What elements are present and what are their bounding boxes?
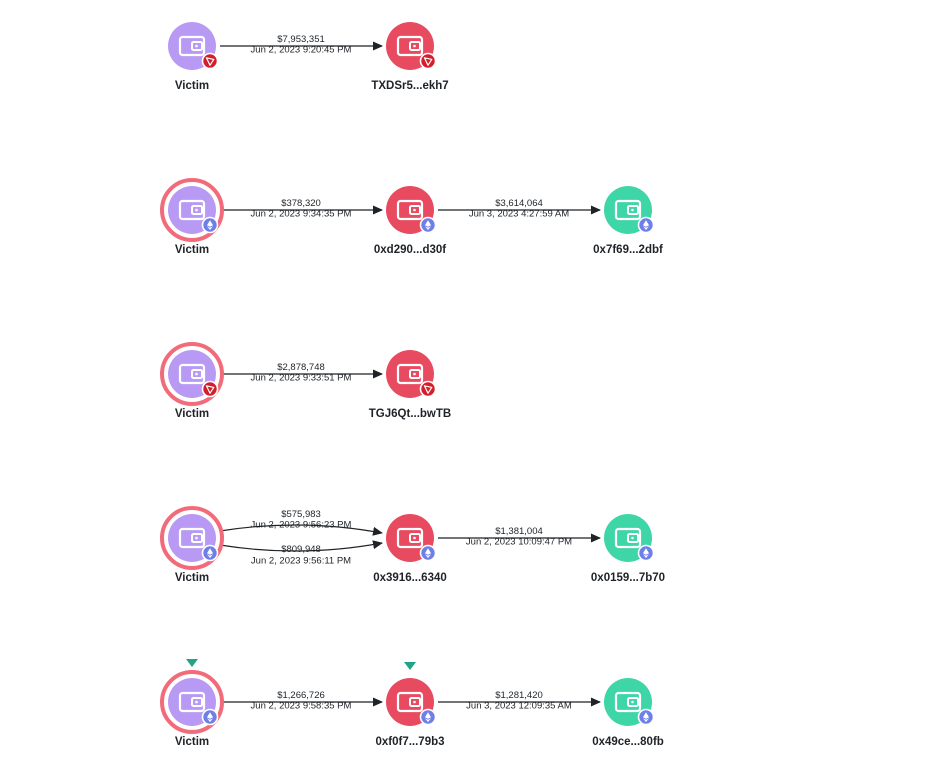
node-label: 0x3916...6340 <box>373 572 447 584</box>
node-exchange[interactable]: 0x49ce...80fb <box>592 678 664 748</box>
edge-timestamp: Jun 2, 2023 9:20:45 PM <box>251 45 352 56</box>
highlight-ring <box>160 178 224 242</box>
edge-amount: $809,948 <box>281 544 321 555</box>
node-label: Victim <box>175 408 209 420</box>
node-suspect[interactable]: TXDSr5...ekh7 <box>371 22 449 92</box>
edge-amount: $575,983 <box>281 509 321 520</box>
edge-arrow <box>219 524 383 536</box>
ethereum-icon <box>637 708 655 726</box>
node-victim[interactable]: Victim <box>160 506 224 584</box>
edge-amount: $1,281,420 <box>495 690 543 701</box>
edge-timestamp: Jun 2, 2023 9:56:23 PM <box>251 520 352 531</box>
ethereum-icon <box>201 544 219 562</box>
pin-marker-icon <box>404 662 416 670</box>
highlight-ring <box>160 670 224 734</box>
ethereum-icon <box>419 216 437 234</box>
node-label: Victim <box>175 736 209 748</box>
node-label: TGJ6Qt...bwTB <box>369 408 451 420</box>
node-label: 0x49ce...80fb <box>592 736 664 748</box>
node-label: 0x0159...7b70 <box>591 572 665 584</box>
node-suspect[interactable]: TGJ6Qt...bwTB <box>369 350 451 420</box>
edge-timestamp: Jun 2, 2023 10:09:47 PM <box>466 537 572 548</box>
node-label: 0xd290...d30f <box>374 244 446 256</box>
ethereum-icon <box>637 544 655 562</box>
ethereum-icon <box>419 708 437 726</box>
node-label: Victim <box>175 80 209 92</box>
ethereum-icon <box>201 708 219 726</box>
tron-icon <box>201 380 219 398</box>
wallet-icon <box>614 691 642 713</box>
wallet-icon <box>178 199 206 221</box>
wallet-icon <box>396 527 424 549</box>
wallet-icon <box>396 199 424 221</box>
edge-amount: $378,320 <box>281 198 321 209</box>
edge-amount: $7,953,351 <box>277 34 325 45</box>
highlight-ring <box>160 342 224 406</box>
wallet-icon <box>178 363 206 385</box>
edge-amount: $3,614,064 <box>495 198 543 209</box>
highlight-ring <box>160 506 224 570</box>
node-label: Victim <box>175 572 209 584</box>
node-label: 0xf0f7...79b3 <box>375 736 444 748</box>
ethereum-icon <box>201 216 219 234</box>
node-victim[interactable]: Victim <box>168 22 219 92</box>
wallet-icon <box>396 363 424 385</box>
edge-timestamp: Jun 3, 2023 4:27:59 AM <box>469 209 569 220</box>
edge-amount: $1,381,004 <box>495 526 543 537</box>
wallet-icon <box>396 691 424 713</box>
edge-amount: $1,266,726 <box>277 690 325 701</box>
node-victim[interactable]: Victim <box>160 659 224 748</box>
edge-timestamp: Jun 2, 2023 9:56:11 PM <box>251 556 351 567</box>
node-victim[interactable]: Victim <box>160 178 224 256</box>
wallet-icon <box>178 35 206 57</box>
node-label: TXDSr5...ekh7 <box>371 80 448 92</box>
node-victim[interactable]: Victim <box>160 342 224 420</box>
edge-arrow <box>219 540 383 552</box>
wallet-icon <box>396 35 424 57</box>
ethereum-icon <box>637 216 655 234</box>
node-suspect[interactable]: 0xf0f7...79b3 <box>375 662 445 748</box>
wallet-icon <box>614 527 642 549</box>
node-label: Victim <box>175 244 209 256</box>
node-label: 0x7f69...2dbf <box>593 244 663 256</box>
edge-timestamp: Jun 2, 2023 9:33:51 PM <box>251 373 352 384</box>
node-exchange[interactable]: 0x7f69...2dbf <box>593 186 663 256</box>
node-suspect[interactable]: 0xd290...d30f <box>374 186 446 256</box>
edge-timestamp: Jun 2, 2023 9:34:35 PM <box>251 209 352 220</box>
wallet-icon <box>178 527 206 549</box>
ethereum-icon <box>419 544 437 562</box>
pin-marker-icon <box>186 659 198 667</box>
tron-icon <box>201 52 219 70</box>
wallet-icon <box>614 199 642 221</box>
wallet-icon <box>178 691 206 713</box>
edge-amount: $2,878,748 <box>277 362 325 373</box>
node-suspect[interactable]: 0x3916...6340 <box>373 514 447 584</box>
edge-timestamp: Jun 3, 2023 12:09:35 AM <box>466 701 572 712</box>
tron-icon <box>419 380 437 398</box>
edge-timestamp: Jun 2, 2023 9:58:35 PM <box>251 701 352 712</box>
tron-icon <box>419 52 437 70</box>
node-exchange[interactable]: 0x0159...7b70 <box>591 514 665 584</box>
